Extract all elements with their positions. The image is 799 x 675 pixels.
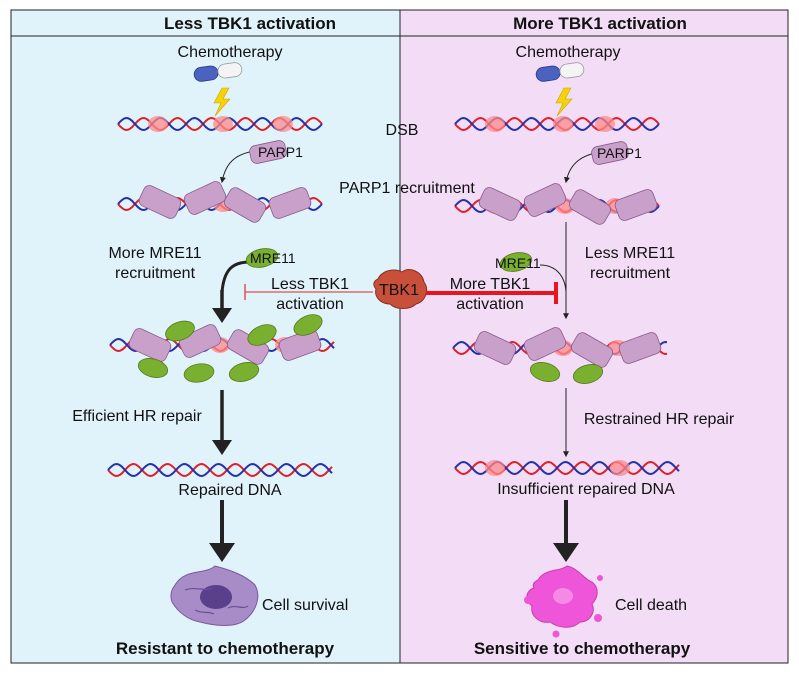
left-dna-1 xyxy=(117,116,323,132)
left-parp1-protein xyxy=(249,140,287,164)
left-mre11-complex xyxy=(128,314,323,383)
left-parp1-complex xyxy=(138,181,312,223)
dna-strand-blue xyxy=(107,462,333,478)
right-mre11-complex xyxy=(473,327,662,384)
right-mre11-curve xyxy=(539,264,567,293)
right-pill-icon xyxy=(535,62,585,82)
left-recruit-label-2: recruitment xyxy=(115,265,196,282)
left-parp1-label: PARP1 xyxy=(258,144,303,160)
dsb-site-0 xyxy=(485,116,505,132)
left-inhibit-label-2: activation xyxy=(276,296,344,313)
right-recruit-label-2: recruitment xyxy=(590,265,671,282)
left-recruit-label-1: More MRE11 xyxy=(108,245,201,262)
right-parp1-label: PARP1 xyxy=(597,145,642,161)
right-panel xyxy=(399,9,789,664)
right-dying-cell xyxy=(524,565,603,638)
left-main-arrowhead-1 xyxy=(212,308,232,323)
tbk1-blob xyxy=(373,269,428,309)
parp1-recruitment-label: PARP1 recruitment xyxy=(339,180,475,197)
dsb-site-0 xyxy=(485,460,505,476)
right-chemo-label: Chemotherapy xyxy=(516,44,621,61)
left-main-arrowhead-3 xyxy=(209,543,235,562)
right-mre11-protein xyxy=(499,252,533,272)
left-main-arrowhead-2 xyxy=(212,440,232,455)
left-header: Less TBK1 activation xyxy=(164,14,336,33)
dsb-site-1 xyxy=(553,116,573,132)
left-inhibit-label-1: Less TBK1 xyxy=(271,276,349,293)
left-mre11-label: MRE11 xyxy=(250,250,296,266)
left-surviving-cell xyxy=(170,565,259,626)
left-dna-4 xyxy=(107,462,333,478)
left-repaired-label: Repaired DNA xyxy=(178,482,281,499)
right-parp1-protein xyxy=(591,141,629,165)
left-mre11-curve xyxy=(220,260,251,293)
right-parp1-complex xyxy=(478,183,658,225)
left-repair-label: Efficient HR repair xyxy=(72,408,202,425)
right-inhibit-label-1: More TBK1 xyxy=(450,276,531,293)
right-repaired-label: Insufficient repaired DNA xyxy=(497,481,675,498)
dsb-label: DSB xyxy=(386,122,419,139)
right-footer: Sensitive to chemotherapy xyxy=(474,639,691,658)
tbk1-label: TBK1 xyxy=(379,282,419,299)
dsb-site-2 xyxy=(595,116,615,132)
right-dna-1 xyxy=(454,116,660,132)
left-mre11-protein xyxy=(245,248,279,268)
dsb-site-1 xyxy=(610,460,630,476)
left-pill-icon xyxy=(193,62,243,82)
right-inhibit-label-2: activation xyxy=(456,296,524,313)
dsb-site-0 xyxy=(148,116,168,132)
right-repair-label: Restrained HR repair xyxy=(584,411,735,428)
right-lightning-icon xyxy=(555,87,573,117)
right-dna-4 xyxy=(454,460,680,476)
left-lightning-icon xyxy=(213,87,231,117)
left-footer: Resistant to chemotherapy xyxy=(116,639,335,658)
left-outcome-label: Cell survival xyxy=(262,597,348,614)
right-recruit-label-1: Less MRE11 xyxy=(585,245,676,262)
right-header: More TBK1 activation xyxy=(513,14,687,33)
right-main-arrowhead-3 xyxy=(553,543,579,562)
right-mre11-label: MRE11 xyxy=(495,255,541,271)
dsb-site-2 xyxy=(273,116,293,132)
left-chemo-label: Chemotherapy xyxy=(178,44,283,61)
dsb-site-1 xyxy=(213,116,233,132)
right-outcome-label: Cell death xyxy=(615,597,687,614)
